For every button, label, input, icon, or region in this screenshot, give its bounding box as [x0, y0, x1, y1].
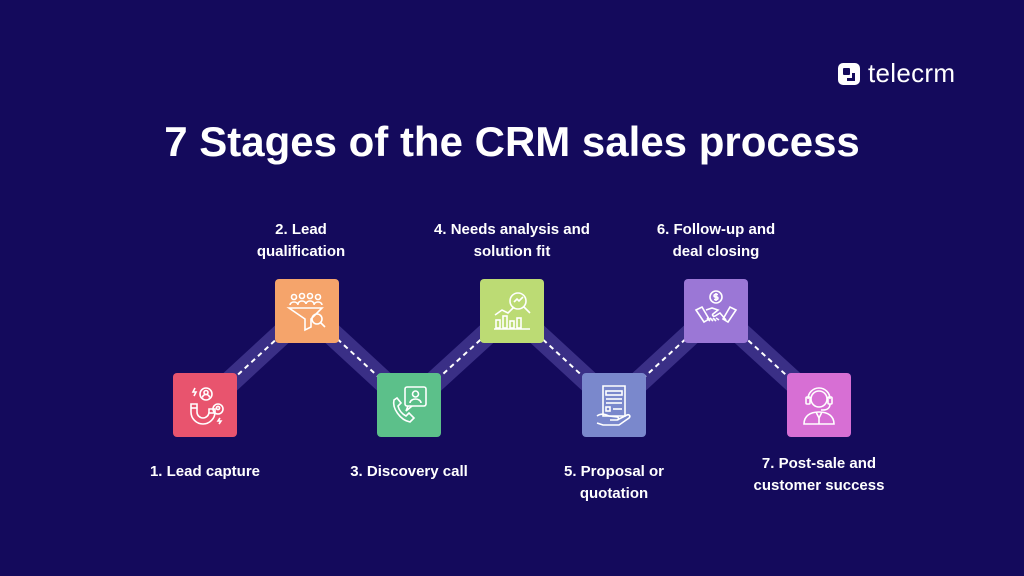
stage-3-label: 3. Discovery call — [309, 461, 509, 483]
stage-3-label-text: 3. Discovery call — [350, 463, 468, 480]
brand-name: telecrm — [868, 58, 956, 88]
stage-5-label-line-1: 5. Proposal or — [563, 463, 665, 480]
stage-2-label-line-1: 2. Lead — [275, 221, 327, 238]
stage-4-label-line-1: 4. Needs analysis and — [434, 221, 590, 238]
stage-2-box — [275, 279, 339, 343]
stage-6-box — [684, 279, 748, 343]
stage-1-label: 1. Lead capture — [105, 461, 305, 483]
stage-4-label: 4. Needs analysis and solution fit — [412, 219, 612, 263]
analysis-chart-icon — [494, 292, 531, 330]
stage-2-label-line-2: qualification — [256, 243, 346, 260]
stage-6-label-line-2: deal closing — [672, 243, 760, 260]
magnet-icon — [190, 387, 224, 425]
stage-4-label-line-2: solution fit — [473, 243, 551, 260]
stage-4-box — [480, 279, 544, 343]
headset-support-icon — [803, 387, 835, 425]
stage-1-label-text: 1. Lead capture — [149, 463, 261, 480]
stage-6-label-line-1: 6. Follow-up and — [656, 221, 776, 238]
stage-7-label-line-1: 7. Post-sale and — [761, 455, 877, 472]
stage-5-label: 5. Proposal or quotation — [514, 461, 714, 505]
funnel-icon — [286, 292, 326, 332]
stage-7-label: 7. Post-sale and customer success — [719, 453, 919, 497]
telecrm-logo-icon — [838, 62, 860, 85]
stage-7-label-line-2: customer success — [753, 477, 885, 494]
stage-3-box — [377, 373, 441, 437]
stage-7-box — [787, 373, 851, 437]
page-title: 7 Stages of the CRM sales process — [164, 118, 860, 165]
stage-5-label-line-2: quotation — [579, 485, 649, 502]
brand-logo: telecrm — [838, 58, 955, 89]
stage-1-box — [173, 373, 237, 437]
handshake-icon — [694, 290, 738, 324]
proposal-document-icon — [596, 385, 631, 426]
stage-6-label: 6. Follow-up and deal closing — [616, 219, 816, 263]
stage-5-box — [582, 373, 646, 437]
phone-call-icon — [392, 386, 427, 423]
stage-2-label: 2. Lead qualification — [201, 219, 401, 263]
